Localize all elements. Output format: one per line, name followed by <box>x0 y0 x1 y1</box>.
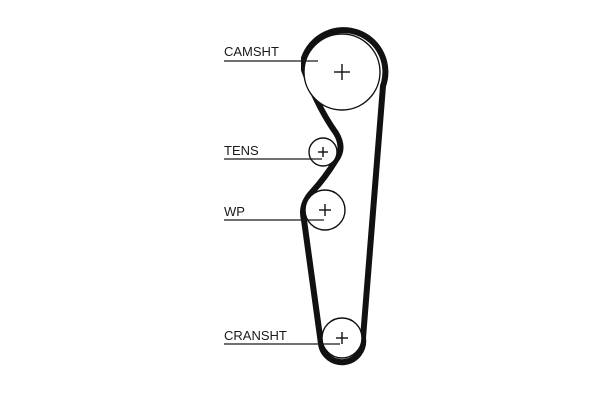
label-camshaft: CAMSHT <box>224 44 318 62</box>
water-pump-pulley <box>304 189 346 231</box>
camshaft-pulley <box>303 33 381 111</box>
timing-belt <box>300 27 389 366</box>
crankshaft-label: CRANSHT <box>224 328 287 343</box>
tensioner-label: TENS <box>224 143 259 158</box>
crankshaft-pulley <box>321 317 363 359</box>
label-crankshaft: CRANSHT <box>224 328 340 345</box>
water-pump-label: WP <box>224 204 245 219</box>
label-water-pump: WP <box>224 204 324 221</box>
label-tensioner: TENS <box>224 143 322 160</box>
camshaft-label: CAMSHT <box>224 44 279 59</box>
tensioner-pulley <box>308 137 338 167</box>
